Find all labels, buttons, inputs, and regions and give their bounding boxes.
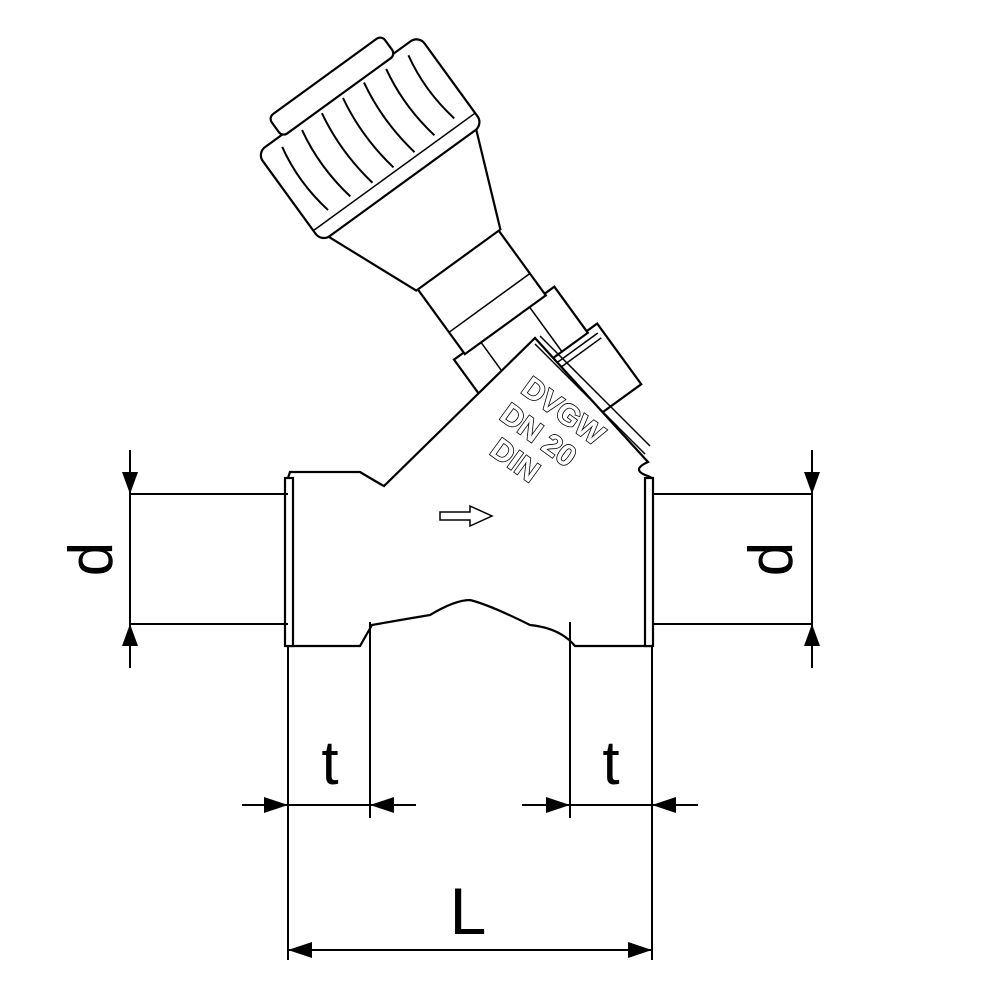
- dimension-label-t-right: t: [602, 729, 619, 798]
- dimension-length: L: [288, 874, 652, 958]
- right-end-face: [643, 476, 655, 648]
- dimension-label-d-left: d: [57, 542, 126, 576]
- dimension-t-left: t: [242, 622, 416, 960]
- dimension-t-right: t: [522, 622, 698, 960]
- valve-bonnet: [259, 36, 643, 474]
- arrow-right-icon: [439, 504, 494, 528]
- handwheel-top-cap: [269, 36, 395, 136]
- handwheel-grip-ribs: [281, 54, 455, 211]
- dimension-label-t-left: t: [321, 729, 338, 798]
- valve-body: [283, 335, 655, 648]
- left-end-face: [283, 476, 295, 648]
- valve-body-outline: [286, 336, 654, 648]
- dimension-d-left: d: [57, 450, 288, 668]
- dimension-label-d-right: d: [737, 542, 806, 576]
- dimension-d-right: d: [652, 450, 820, 668]
- dimension-label-length: L: [450, 874, 487, 948]
